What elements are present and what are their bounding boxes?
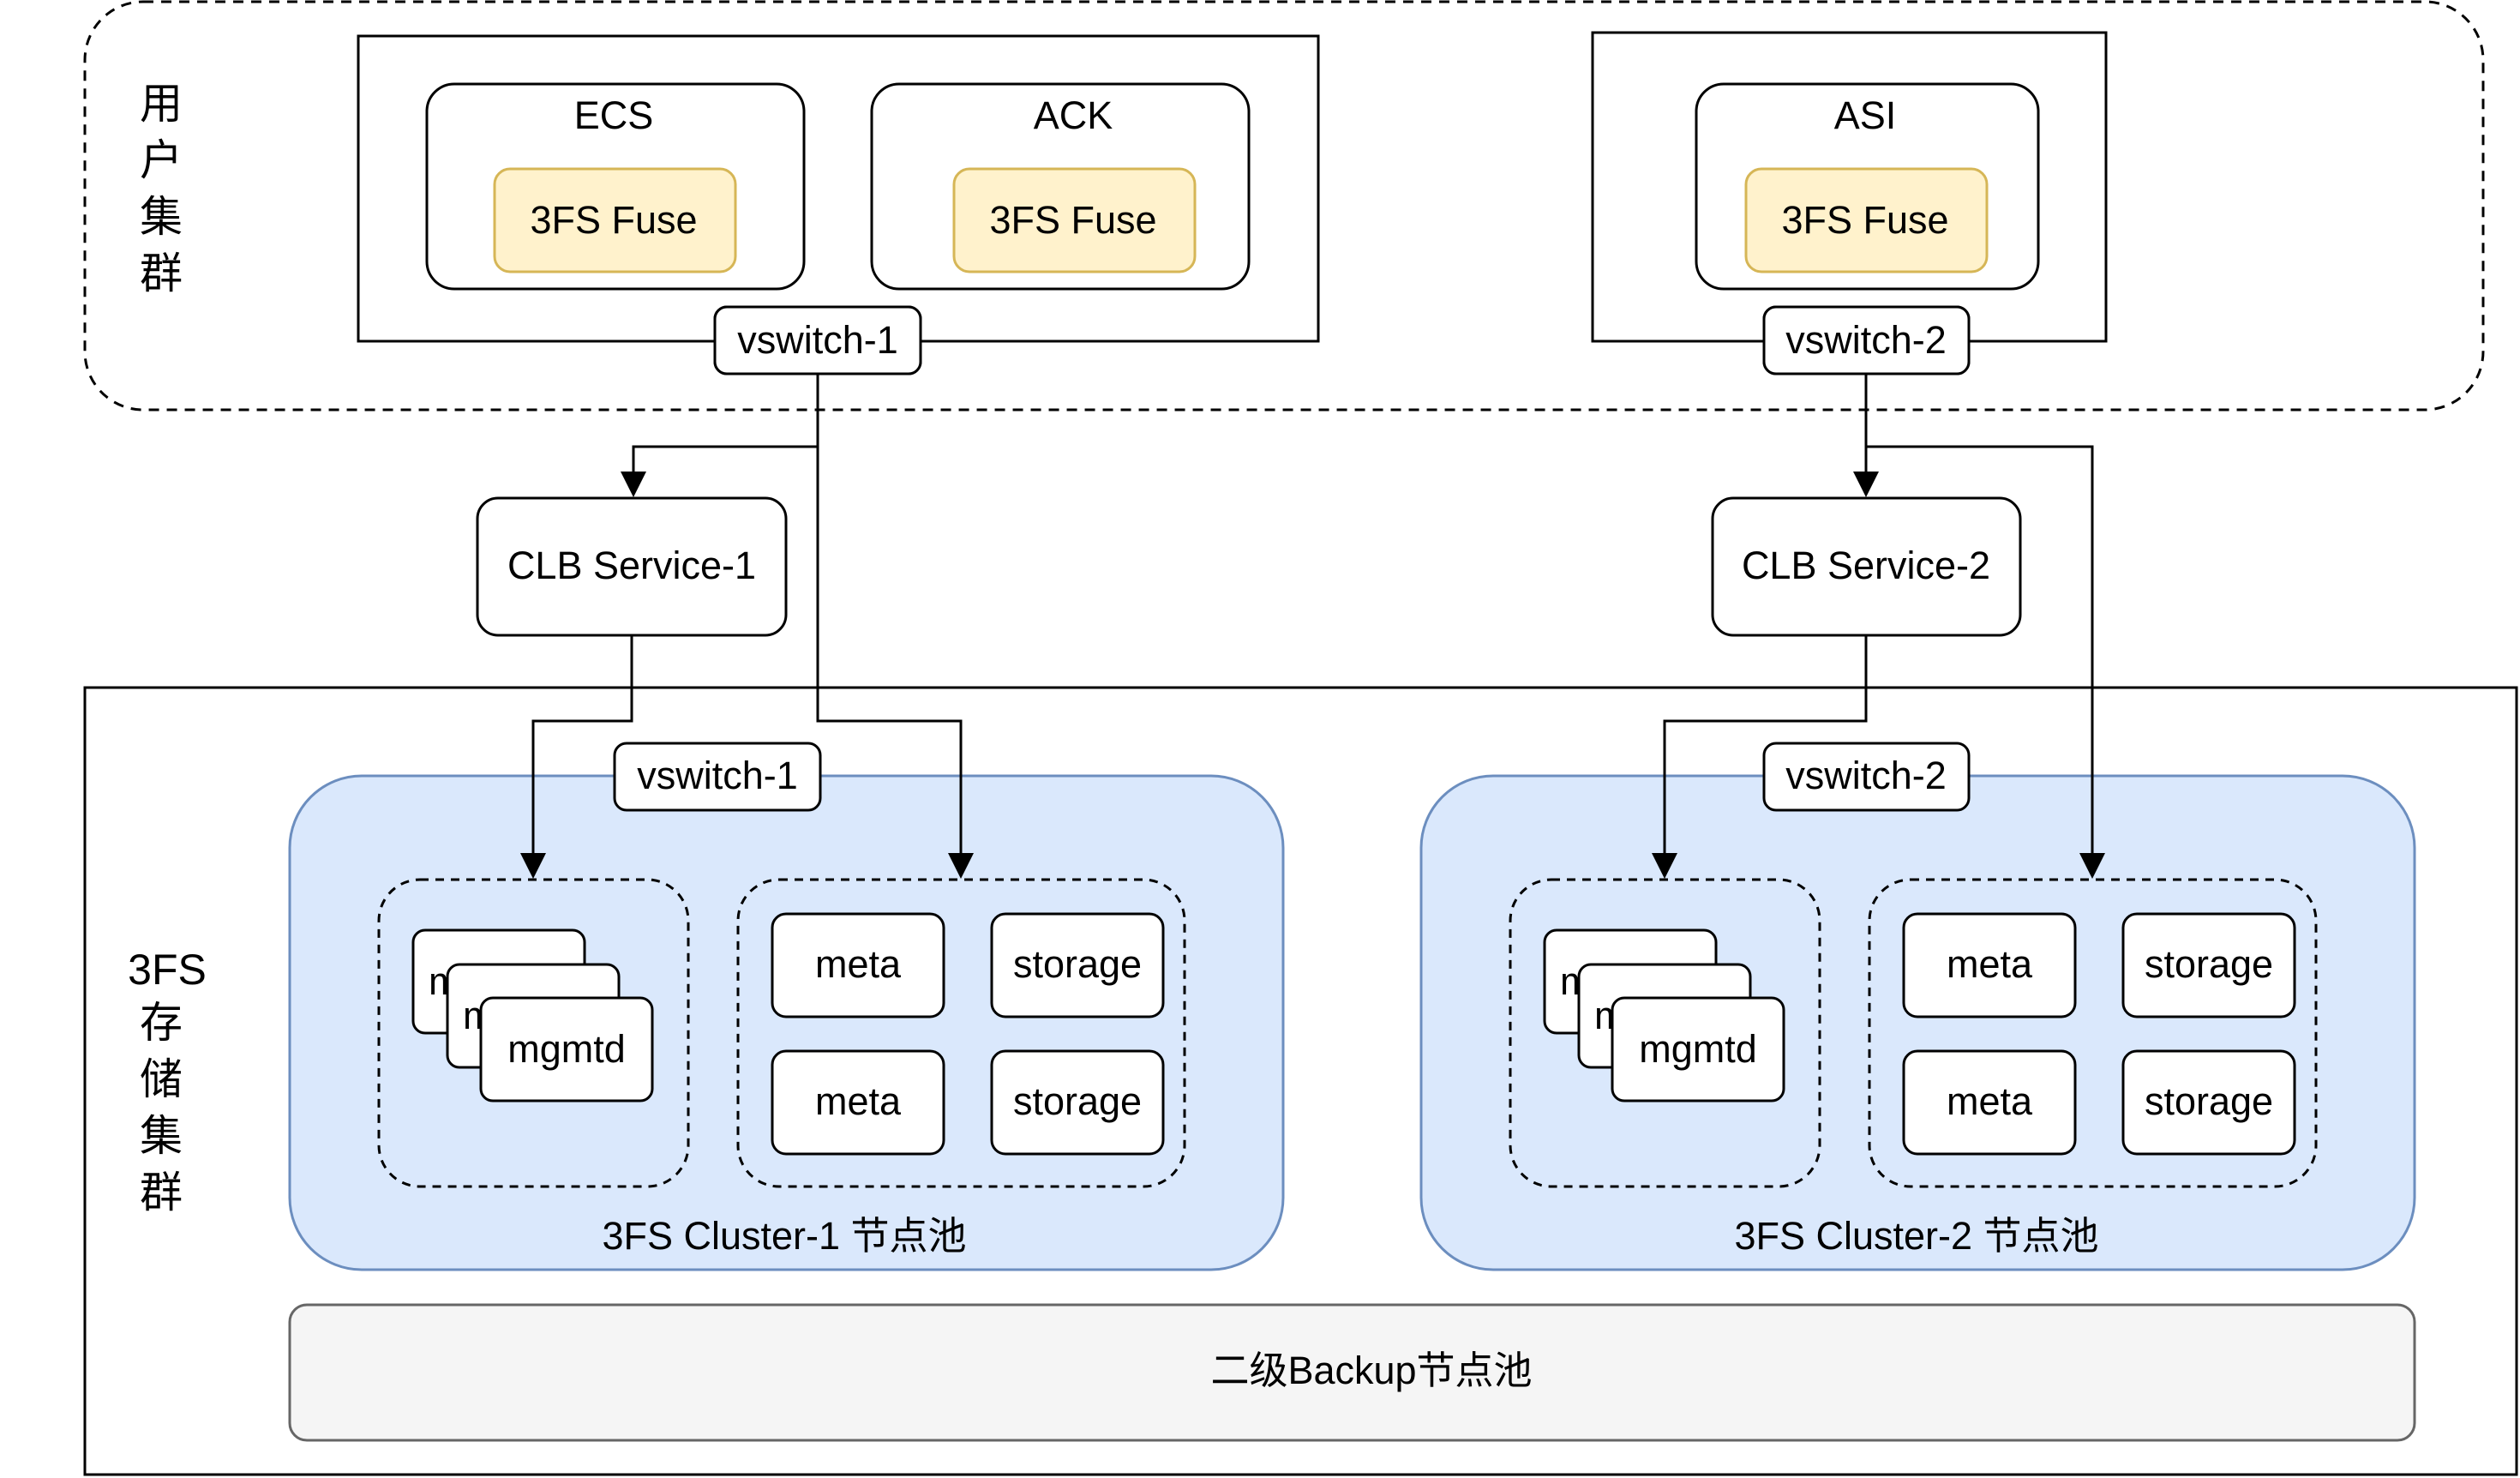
meta-node: meta	[1902, 912, 2077, 1018]
storage-cluster-label-line: 3FS	[128, 946, 207, 994]
meta-label: meta	[1947, 942, 2033, 986]
vswitch-2-bottom-label: vswitch-2	[1785, 754, 1947, 797]
meta-label: meta	[815, 1079, 902, 1123]
user-cluster: 用 户 集 群 ECS 3FS Fuse ACK 3FS Fuse vs	[83, 0, 2485, 412]
connector-vswitch1-to-clb1	[632, 374, 819, 478]
arrowhead	[948, 853, 974, 879]
asi-node: ASI 3FS Fuse	[1695, 82, 2040, 291]
user-cluster-label-char: 群	[140, 249, 183, 297]
backup-pool-label: 二级Backup节点池	[1210, 1349, 1532, 1392]
connector-vswitch1-to-meta-storage-1	[816, 374, 963, 859]
storage-cluster-label-line: 储	[140, 1055, 183, 1103]
user-cluster-label-char: 户	[140, 136, 183, 184]
vswitch-1-bottom: vswitch-1	[613, 742, 822, 812]
cluster-1-caption: 3FS Cluster-1 节点池	[602, 1214, 966, 1258]
meta-label: meta	[815, 942, 902, 986]
user-group-right: ASI 3FS Fuse vswitch-2	[1591, 31, 2108, 376]
mgmtd-stack: m m mgmtd	[1543, 928, 1785, 1102]
storage-label: storage	[2145, 1079, 2273, 1123]
fuse-box	[1744, 167, 1989, 273]
ack-fuse-label: 3FS Fuse	[989, 198, 1156, 242]
storage-cluster-label-line: 群	[140, 1169, 183, 1217]
fuse-box	[493, 167, 737, 273]
ecs-node: ECS 3FS Fuse	[425, 82, 806, 291]
storage-cluster-frame	[83, 686, 2518, 1476]
storage-node: storage	[2121, 1049, 2296, 1156]
user-cluster-label: 用 户 集 群	[140, 80, 183, 297]
user-cluster-boundary	[83, 0, 2485, 412]
vswitch-1-top-label-overlay: vswitch-1	[737, 318, 898, 362]
backup-pool: 二级Backup节点池	[288, 1303, 2416, 1442]
cluster-2-pool: m m mgmtd meta storage meta storage	[1419, 742, 2416, 1271]
mgmtd-group	[1509, 878, 1821, 1188]
asi-fuse-label: 3FS Fuse	[1781, 198, 1948, 242]
storage-node: storage	[2121, 912, 2296, 1018]
ack-title: ACK	[1034, 93, 1113, 137]
meta-storage-group	[1868, 878, 2318, 1188]
ecs-fuse-label: 3FS Fuse	[530, 198, 697, 242]
mgmtd-front-label: mgmtd	[507, 1027, 626, 1071]
meta-storage-group	[736, 878, 1186, 1188]
clb-service-2: CLB Service-2	[1711, 496, 2022, 637]
clb-service-1: CLB Service-1	[476, 496, 788, 637]
user-cluster-label-char: 集	[140, 193, 183, 241]
arrowhead	[1853, 472, 1879, 497]
storage-cluster-label-line: 集	[140, 1112, 183, 1160]
vswitch-overlay: vswitch-1 vswitch-2	[713, 305, 1971, 376]
meta-node: meta	[771, 1049, 945, 1156]
meta-node: meta	[1902, 1049, 2077, 1156]
connector-clb2-to-mgmtd-2	[1663, 635, 1868, 859]
storage-node: storage	[990, 912, 1165, 1018]
cluster-2-caption: 3FS Cluster-2 节点池	[1734, 1214, 2098, 1258]
vswitch-1-bottom-label: vswitch-1	[637, 754, 798, 797]
storage-cluster-label: 3FS 存 储 集 群	[128, 946, 207, 1217]
ecs-title: ECS	[574, 93, 654, 137]
clb-service-2-label: CLB Service-2	[1742, 544, 1990, 587]
arrowhead	[1652, 853, 1677, 879]
mgmtd-stack: m m mgmtd	[411, 928, 654, 1102]
mgmtd-front-label: mgmtd	[1639, 1027, 1757, 1071]
user-cluster-label-char: 用	[140, 80, 183, 128]
storage-label: storage	[2145, 942, 2273, 986]
mgmtd-group	[377, 878, 690, 1188]
storage-node: storage	[990, 1049, 1165, 1156]
cluster-1-pool: m m mgmtd meta storage meta storage	[288, 742, 1285, 1271]
meta-node: meta	[771, 912, 945, 1018]
fuse-box	[952, 167, 1197, 273]
vswitch-2-bottom: vswitch-2	[1762, 742, 1971, 812]
arrowhead	[621, 472, 646, 497]
connector-vswitch2-to-meta-storage-2	[1866, 445, 2094, 859]
arrowhead	[2079, 853, 2105, 879]
connector-clb1-to-mgmtd-1	[531, 635, 633, 859]
storage-cluster-label-line: 存	[140, 999, 183, 1047]
connectors	[520, 374, 2105, 879]
storage-cluster: 3FS 存 储 集 群 m m mgmtd meta	[83, 686, 2518, 1476]
arrowhead	[520, 853, 546, 879]
clb-service-1-label: CLB Service-1	[507, 544, 756, 587]
asi-title: ASI	[1834, 93, 1897, 137]
storage-label: storage	[1013, 942, 1142, 986]
meta-label: meta	[1947, 1079, 2033, 1123]
vswitch-2-top-label-overlay: vswitch-2	[1785, 318, 1947, 362]
user-group-left: ECS 3FS Fuse ACK 3FS Fuse vswitch-1	[357, 34, 1320, 376]
ack-node: ACK 3FS Fuse	[870, 82, 1251, 291]
storage-label: storage	[1013, 1079, 1142, 1123]
